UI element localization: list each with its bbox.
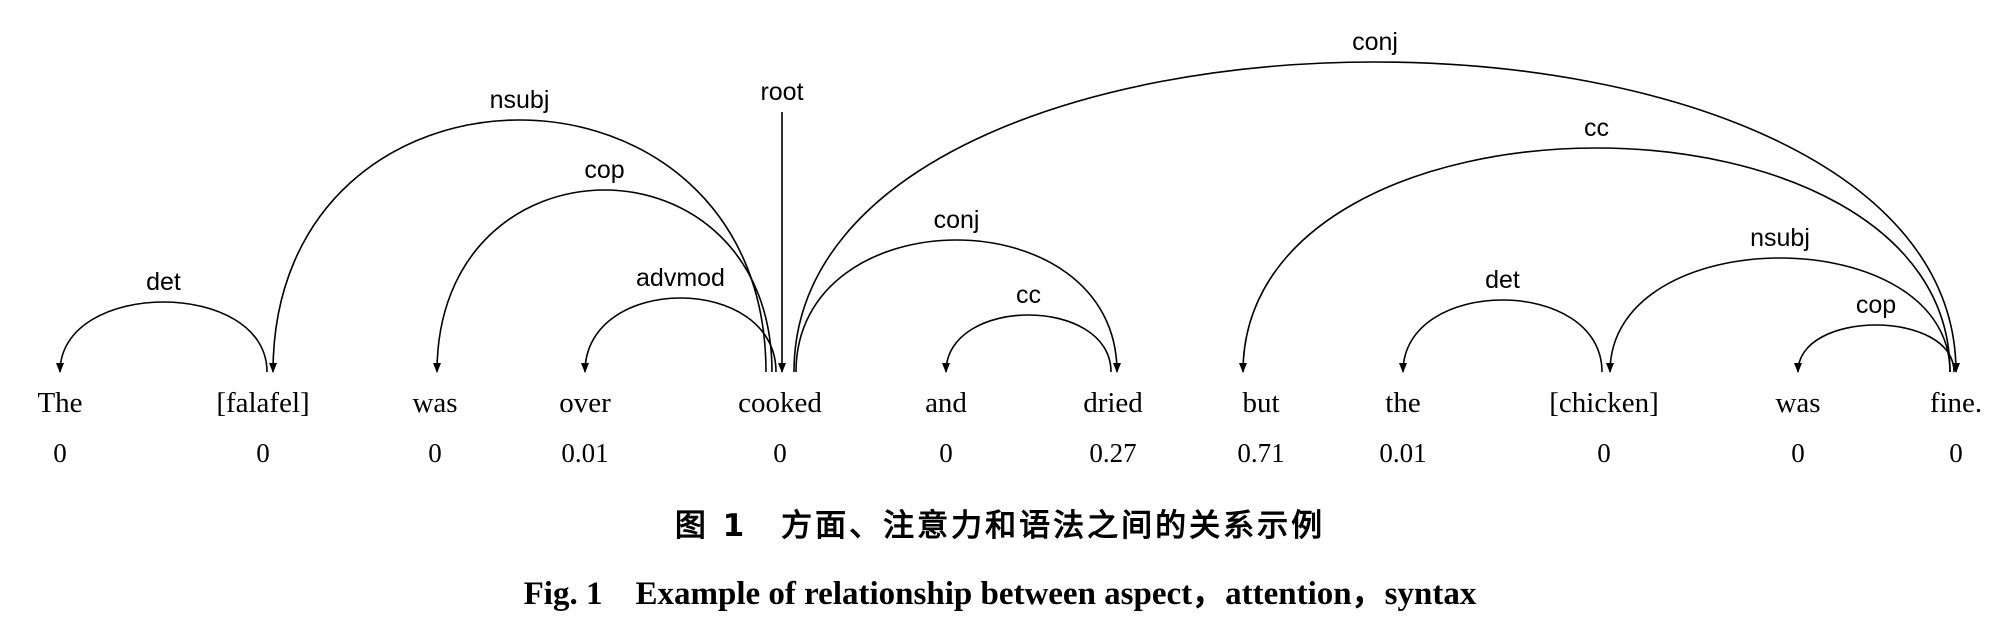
dependency-arc-det bbox=[56, 301, 268, 373]
figure-caption-chinese: 图 1 方面、注意力和语法之间的关系示例 bbox=[674, 508, 1326, 544]
dependency-arc-conj bbox=[793, 61, 1960, 373]
arc-label-conj: conj bbox=[1352, 28, 1398, 56]
token-word: dried bbox=[1083, 387, 1143, 419]
token-word: was bbox=[412, 387, 457, 419]
arc-label-det: det bbox=[1485, 266, 1520, 294]
dependency-arc-cc bbox=[1239, 147, 1951, 373]
token-word: cooked bbox=[738, 387, 822, 419]
attention-score: 0 bbox=[256, 438, 270, 468]
token-word: and bbox=[925, 387, 967, 419]
token-word: fine. bbox=[1930, 387, 1982, 419]
dependency-arc-advmod bbox=[581, 297, 777, 373]
attention-score: 0 bbox=[1949, 438, 1963, 468]
arc-label-cop: cop bbox=[1856, 291, 1896, 319]
dependency-arc-conj bbox=[795, 239, 1121, 373]
dependency-arc-cop bbox=[1794, 324, 1955, 373]
arc-label-cc: cc bbox=[1584, 114, 1609, 142]
attention-score: 0 bbox=[773, 438, 787, 468]
arcs-layer: root det nsubj cop advmod conj cc conj cc det nsub… bbox=[56, 28, 1960, 373]
arc-label-cop: cop bbox=[584, 156, 624, 184]
token-word: was bbox=[1775, 387, 1820, 419]
attention-score: 0 bbox=[939, 438, 953, 468]
token-word: but bbox=[1242, 387, 1279, 419]
dependency-arc-det bbox=[1399, 299, 1603, 373]
tokens-layer: The 0 [falafel] 0 was 0 over 0.01 cooked 0 and 0 dri… bbox=[37, 387, 1982, 468]
attention-score: 0 bbox=[1791, 438, 1805, 468]
token-word: the bbox=[1385, 387, 1420, 419]
attention-score: 0.01 bbox=[561, 438, 608, 468]
arc-label-nsubj: nsubj bbox=[490, 86, 550, 114]
dependency-arc-cop bbox=[433, 189, 773, 373]
attention-score: 0 bbox=[428, 438, 442, 468]
token-word: over bbox=[559, 387, 611, 419]
attention-score: 0 bbox=[53, 438, 67, 468]
dependency-arc-nsubj bbox=[1606, 257, 1951, 373]
attention-score: 0.71 bbox=[1237, 438, 1284, 468]
arc-label-det: det bbox=[146, 268, 181, 296]
arc-label-nsubj: nsubj bbox=[1750, 224, 1810, 252]
dependency-arc-cc bbox=[942, 314, 1112, 373]
arc-label-conj: conj bbox=[934, 206, 980, 234]
token-word: The bbox=[37, 387, 82, 419]
root-label: root bbox=[760, 78, 803, 106]
arc-label-advmod: advmod bbox=[636, 264, 725, 292]
dependency-arc-nsubj bbox=[269, 119, 767, 373]
arc-label-cc: cc bbox=[1016, 281, 1041, 309]
token-word: [chicken] bbox=[1549, 387, 1659, 419]
figure-caption-english: Fig. 1 Example of relationship between a… bbox=[523, 576, 1477, 612]
attention-score: 0 bbox=[1597, 438, 1611, 468]
attention-score: 0.27 bbox=[1089, 438, 1136, 468]
token-word: [falafel] bbox=[216, 387, 309, 419]
attention-score: 0.01 bbox=[1379, 438, 1426, 468]
